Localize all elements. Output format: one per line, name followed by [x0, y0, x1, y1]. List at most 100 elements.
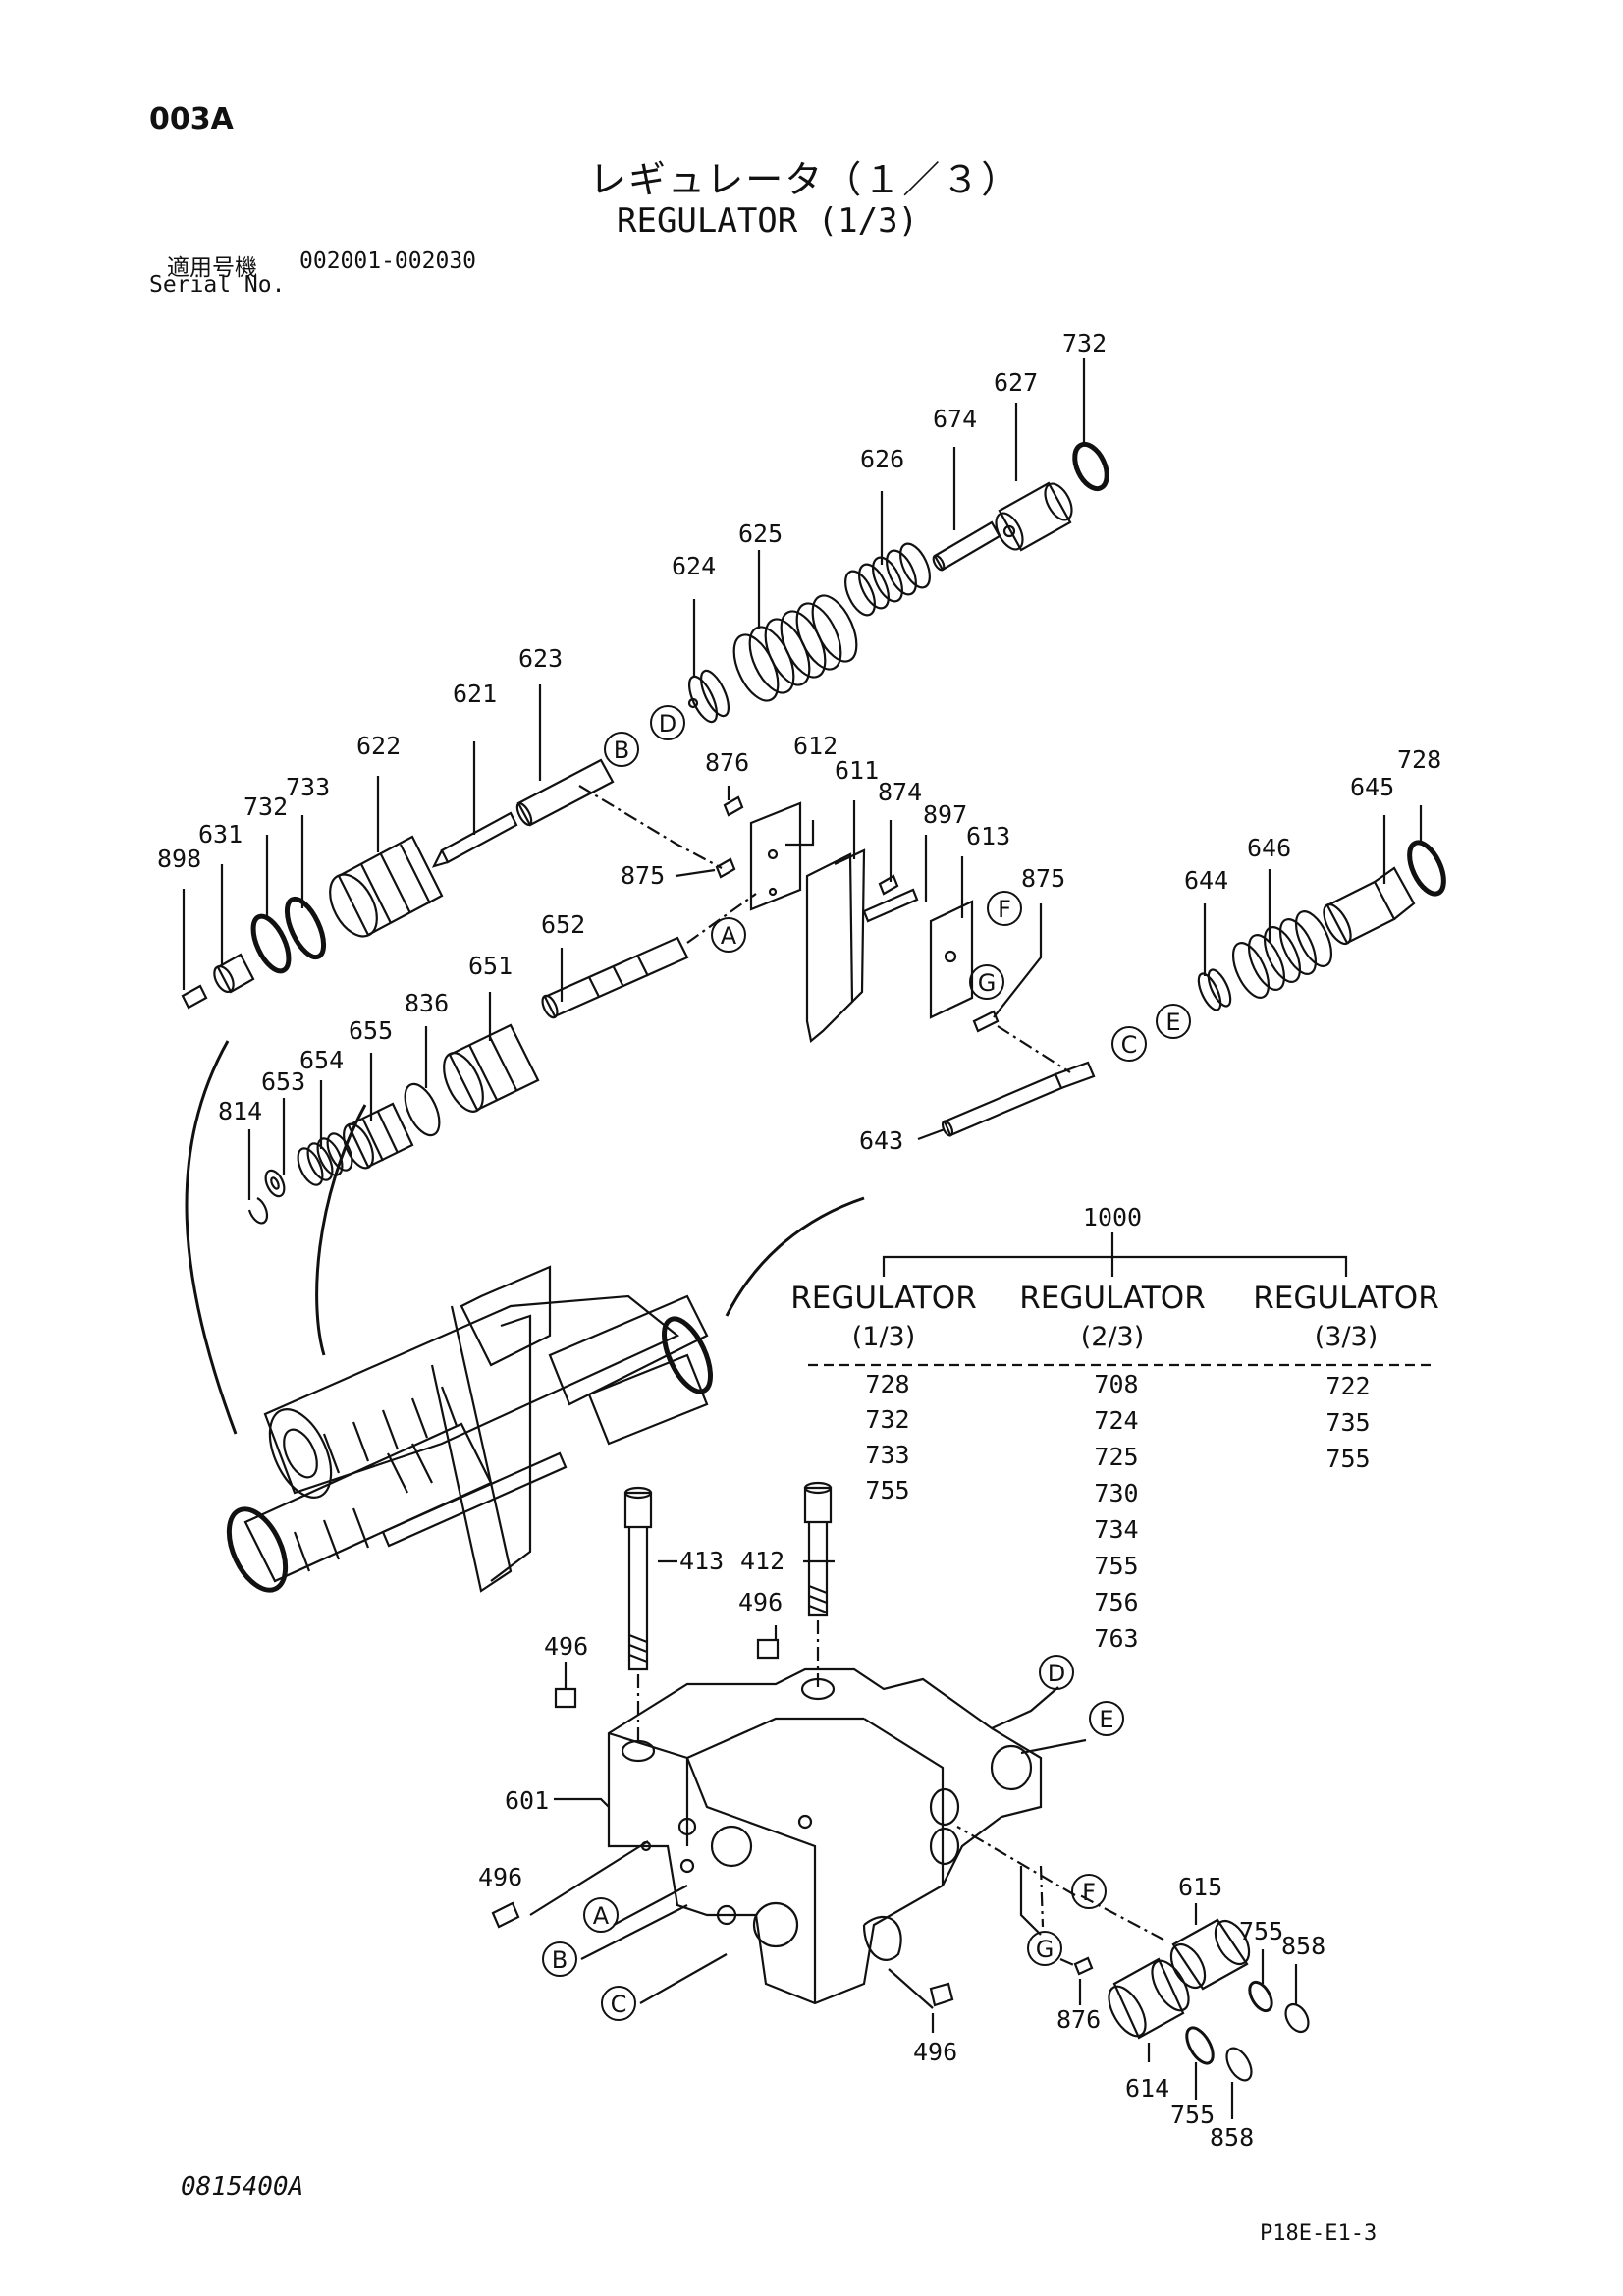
callout-circle-e-lower	[1089, 1701, 1124, 1736]
callout-a-upper: A	[721, 922, 737, 950]
callout-c-lower: C	[611, 1991, 627, 2018]
kit-col1-part: 732	[865, 1405, 909, 1434]
part-label-496-upper-right: 496	[738, 1588, 783, 1616]
part-label-755-lower: 755	[1170, 2101, 1215, 2129]
plug-614	[1108, 1957, 1190, 2040]
callout-circle-a-upper	[711, 917, 746, 953]
callout-circle-b-upper	[604, 732, 639, 767]
bolt-413	[623, 1486, 653, 1671]
pin-876-upper	[723, 795, 744, 817]
part-label-644: 644	[1184, 866, 1228, 895]
kit-col1-sub: (1/3)	[852, 1322, 916, 1352]
callout-circle-d-lower	[1039, 1655, 1074, 1690]
kit-col2-part: 730	[1094, 1479, 1138, 1507]
sleeve-651	[443, 1023, 540, 1113]
part-label-875-left: 875	[621, 861, 665, 890]
spring-654	[297, 1132, 353, 1186]
page-code: 003A	[149, 102, 234, 137]
part-label-623: 623	[518, 644, 563, 673]
part-label-876-upper: 876	[705, 748, 749, 777]
kit-col2-part: 724	[1094, 1406, 1138, 1435]
plug-496-c	[491, 1901, 520, 1929]
part-label-858-upper: 858	[1281, 1932, 1325, 1960]
part-label-898: 898	[157, 845, 201, 873]
page-reference: P18E-E1-3	[1260, 2221, 1378, 2246]
part-label-836: 836	[405, 989, 449, 1017]
ring-836	[404, 1082, 441, 1137]
oring-732	[250, 913, 292, 974]
part-label-728: 728	[1397, 745, 1441, 774]
callout-f-upper: F	[998, 896, 1011, 923]
kit-col2-sub: (2/3)	[1081, 1322, 1145, 1352]
seat-624	[687, 669, 730, 724]
kit-number: 1000	[1083, 1203, 1142, 1231]
kit-col2-part: 755	[1094, 1552, 1138, 1580]
part-label-732: 732	[243, 793, 288, 821]
snap-ring-814	[247, 1197, 269, 1225]
kit-col3-part: 755	[1325, 1445, 1370, 1473]
part-label-624: 624	[672, 552, 716, 580]
kit-col2-part: 734	[1094, 1515, 1138, 1544]
part-label-413: 413	[679, 1547, 724, 1575]
pin-621	[431, 811, 518, 868]
part-label-646: 646	[1247, 834, 1291, 862]
seat-653	[264, 1169, 286, 1198]
part-label-496-upper-left: 496	[544, 1632, 588, 1661]
callout-circle-d-upper	[650, 705, 685, 740]
oring-755-a	[1248, 1980, 1273, 2013]
plug-615	[1169, 1918, 1251, 1991]
callout-circle-c-lower	[601, 1986, 636, 2021]
pin-876-lower	[1073, 1956, 1094, 1976]
part-label-621: 621	[453, 680, 497, 708]
part-label-654: 654	[299, 1046, 344, 1074]
casing-601	[607, 1667, 1043, 2005]
part-label-651: 651	[468, 952, 513, 980]
part-label-874: 874	[878, 778, 922, 806]
pin-897	[862, 888, 919, 923]
part-label-755-upper: 755	[1239, 1917, 1283, 1945]
kit-col3-part: 735	[1325, 1408, 1370, 1437]
oring-755-b	[1185, 2026, 1215, 2065]
spring-646	[1231, 910, 1333, 999]
kit-col2-part: 756	[1094, 1588, 1138, 1616]
callout-g-upper: G	[978, 969, 997, 997]
pin-898	[181, 984, 208, 1010]
part-label-652: 652	[541, 910, 585, 939]
callout-circle-c-upper	[1111, 1026, 1147, 1062]
part-label-733: 733	[286, 773, 330, 801]
kit-table: 1000 REGULATOR REGULATOR REGULATOR (1/3)…	[790, 1203, 1439, 1653]
plug-645	[1323, 866, 1416, 946]
plug-496-a	[554, 1687, 577, 1709]
part-label-645: 645	[1350, 773, 1394, 801]
kit-bracket	[808, 1232, 1434, 1367]
part-label-876-lower: 876	[1056, 2005, 1101, 2034]
ring-858-b	[1225, 2047, 1253, 2082]
oring-728	[1407, 840, 1446, 897]
callout-b-upper: B	[614, 737, 629, 764]
part-label-643: 643	[859, 1126, 903, 1155]
part-label-631: 631	[198, 820, 243, 848]
kit-col1-part: 733	[865, 1441, 909, 1469]
kit-col3-part: 722	[1325, 1372, 1370, 1400]
pin-875	[715, 857, 736, 879]
kit-col1-part: 755	[865, 1476, 909, 1504]
part-label-615: 615	[1178, 1873, 1222, 1901]
seat-644	[1197, 968, 1232, 1011]
plug-496-d	[929, 1982, 954, 2007]
kit-col2-part: 763	[1094, 1624, 1138, 1653]
serial-label-english: Serial No.	[149, 272, 286, 298]
part-label-626: 626	[860, 445, 904, 473]
sleeve-622	[329, 835, 444, 938]
kit-col3-name: REGULATOR	[1253, 1281, 1439, 1316]
part-label-814: 814	[218, 1097, 262, 1125]
callout-g-lower: G	[1036, 1936, 1055, 1963]
kit-col3-sub: (3/3)	[1315, 1322, 1379, 1352]
part-label-897: 897	[923, 800, 967, 829]
assembled-regulator-view	[226, 1265, 713, 1593]
pin-875-lower	[972, 1010, 1000, 1033]
callout-d-upper: D	[659, 710, 676, 738]
lever-611	[805, 848, 866, 1044]
callout-circle-e-upper	[1156, 1004, 1191, 1039]
part-label-612: 612	[793, 732, 838, 760]
